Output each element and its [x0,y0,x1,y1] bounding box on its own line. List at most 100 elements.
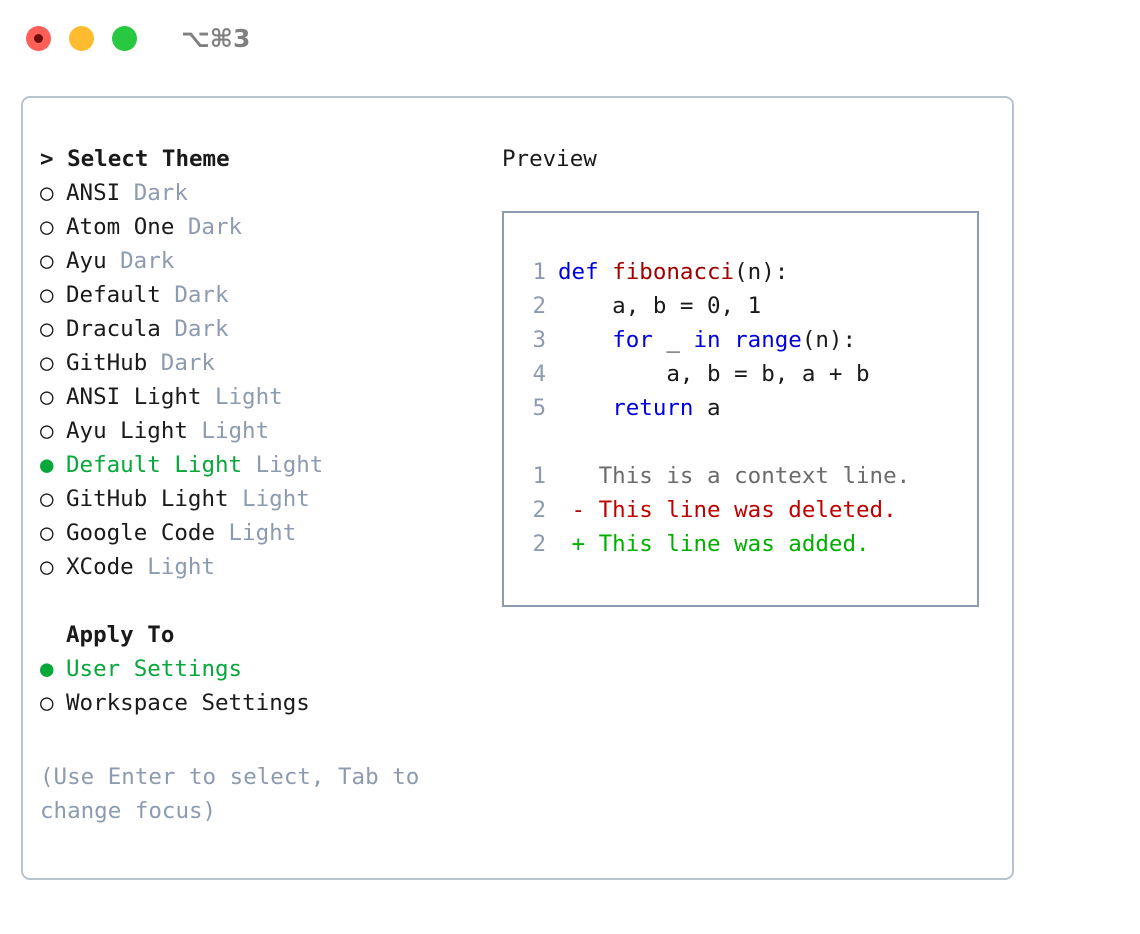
line-number: 3 [532,327,546,353]
theme-list-item[interactable]: ○ Default Dark [40,278,500,312]
line-number: 4 [532,361,546,387]
apply-to-item[interactable]: ●User Settings [40,652,500,686]
code-line: 4 a, b = b, a + b [518,357,977,391]
code-text: - This line was deleted. [558,493,897,527]
theme-list-item[interactable]: ○ Atom One Dark [40,210,500,244]
theme-variant-tag: Light [147,554,215,580]
code-token: for [612,327,653,353]
radio-unselected-icon[interactable]: ○ [40,384,54,410]
radio-unselected-icon[interactable]: ○ [40,316,54,342]
radio-unselected-icon[interactable]: ○ [40,486,54,512]
theme-list-item[interactable]: ● Default Light Light [40,448,500,482]
theme-list-item[interactable]: ○ Ayu Light Light [40,414,500,448]
radio-unselected-icon[interactable]: ○ [40,520,54,546]
theme-name: XCode [66,554,134,580]
radio-unselected-icon[interactable]: ○ [40,180,54,206]
code-text: def fibonacci(n): [558,255,788,289]
window-title: ⌥⌘3 [181,23,251,53]
theme-variant-tag: Dark [160,350,215,376]
code-text: a, b = 0, 1 [558,289,761,323]
diff-sample: 1 This is a context line.2 - This line w… [518,459,977,561]
apply-to-header-label: Apply To [66,622,175,648]
code-text: return a [558,391,721,425]
code-token [558,395,612,421]
code-line: 5 return a [518,391,977,425]
code-text: a, b = b, a + b [558,357,870,391]
theme-list-item[interactable]: ○ GitHub Dark [40,346,500,380]
line-number: 1 [532,463,546,489]
traffic-lights [26,25,137,51]
theme-variant-tag: Dark [174,316,229,342]
list-spacer [40,584,500,618]
theme-name: Default Light [66,452,243,478]
code-text: This is a context line. [558,459,911,493]
theme-variant-tag: Dark [187,214,243,240]
radio-unselected-icon[interactable]: ○ [40,554,54,580]
code-token: def [558,259,613,285]
code-token: fibonacci [612,259,735,285]
theme-variant-tag: Light [255,452,324,478]
theme-list-item[interactable]: ○ ANSI Dark [40,176,500,210]
code-token: return [612,395,694,421]
theme-name: Dracula [66,316,161,342]
theme-variant-tag: Light [201,418,270,444]
theme-name: Default [66,282,161,308]
theme-name: ANSI Light [66,384,202,410]
code-diff-spacer [518,425,977,459]
code-token [558,327,612,353]
radio-selected-icon[interactable]: ● [40,656,54,682]
maximize-window-icon[interactable] [112,25,137,51]
close-window-icon[interactable] [26,25,51,51]
theme-variant-tag: Dark [133,180,188,206]
theme-name: Atom One [66,214,175,240]
radio-selected-icon[interactable]: ● [40,452,54,478]
title-bar: ⌥⌘3 [0,0,1140,76]
theme-name: Google Code [66,520,216,546]
theme-name: ANSI [66,180,121,206]
radio-unselected-icon[interactable]: ○ [40,282,54,308]
line-number: 2 [532,531,546,557]
theme-variant-tag: Light [214,384,283,410]
radio-unselected-icon[interactable]: ○ [40,418,54,444]
apply-to-list: ●User Settings○Workspace Settings [40,652,500,720]
line-number: 2 [532,293,546,319]
code-token: - This line was deleted. [558,497,897,523]
code-token: a, b = 0, 1 [558,293,762,319]
theme-name: Ayu Light [66,418,188,444]
code-token: range [734,327,802,353]
code-token: a [693,395,721,421]
radio-unselected-icon[interactable]: ○ [40,214,54,240]
keyboard-hint: (Use Enter to select, Tab to change focu… [40,764,433,824]
theme-variant-tag: Light [242,486,310,512]
radio-unselected-icon[interactable]: ○ [40,350,54,376]
theme-list-item[interactable]: ○ Dracula Dark [40,312,500,346]
apply-to-header: ○Apply To [40,618,500,652]
code-token: _ [652,327,694,353]
diff-line: 2 - This line was deleted. [518,493,977,527]
minimize-window-icon[interactable] [69,25,94,51]
code-token: (n): [734,259,789,285]
line-number: 1 [532,259,546,285]
theme-name: GitHub [66,350,148,376]
diff-line: 2 + This line was added. [518,527,977,561]
code-token: a, b = b, a + b [558,361,870,387]
apply-to-item[interactable]: ○Workspace Settings [40,686,500,720]
theme-list-item[interactable]: ○ ANSI Light Light [40,380,500,414]
radio-unselected-icon[interactable]: ○ [40,248,54,274]
radio-unselected-icon[interactable]: ○ [40,690,54,716]
diff-line: 1 This is a context line. [518,459,977,493]
theme-variant-tag: Dark [174,282,229,308]
code-token: + This line was added. [558,531,870,557]
code-line: 2 a, b = 0, 1 [518,289,977,323]
code-token: This is a context line. [558,463,911,489]
theme-list-item[interactable]: ○ XCode Light [40,550,500,584]
